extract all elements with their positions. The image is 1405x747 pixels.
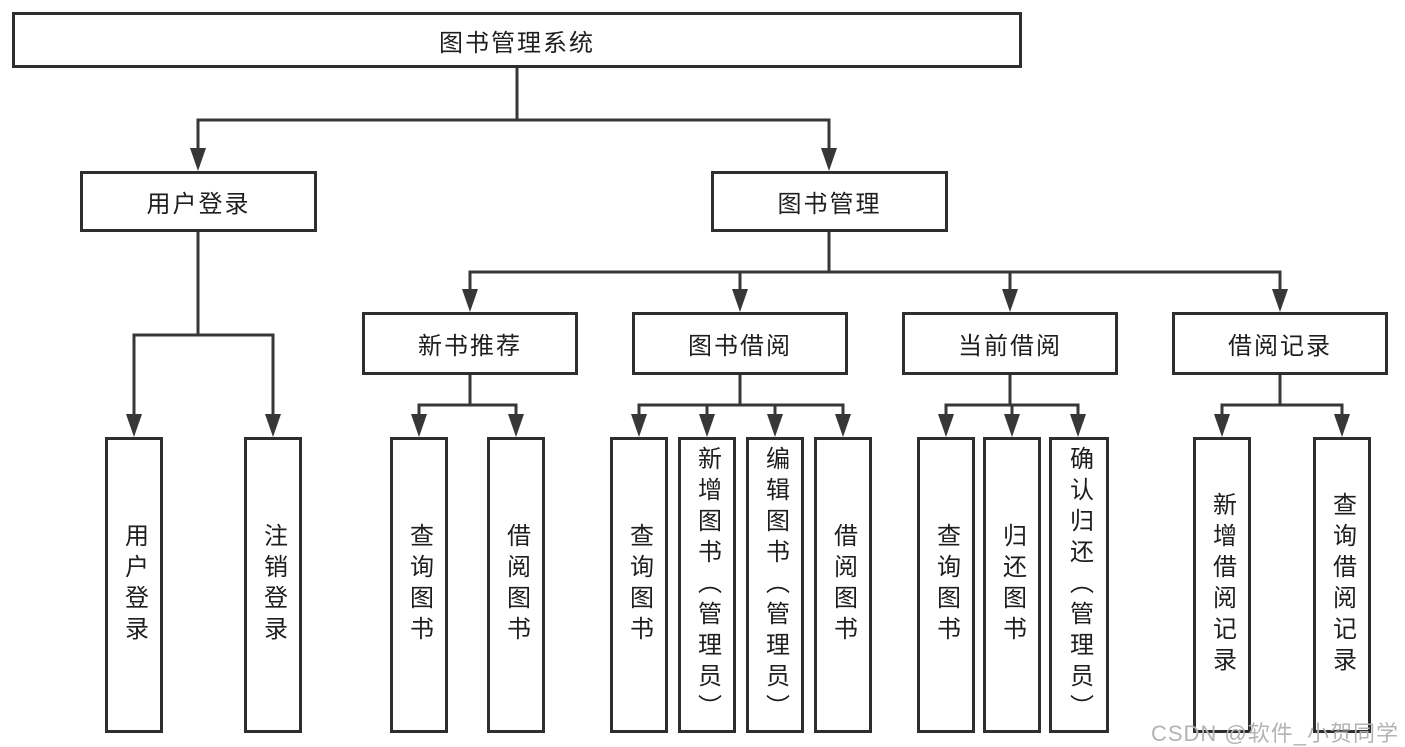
connector-current-borrow [938, 375, 1086, 437]
leaf-borrow-query-books: 查询图书 [610, 437, 668, 733]
node-current-borrow: 当前借阅 [902, 312, 1118, 375]
node-book-borrow: 图书借阅 [632, 312, 848, 375]
leaf-logout: 注销登录 [244, 437, 302, 733]
leaf-borrow-borrow-books: 借阅图书 [814, 437, 872, 733]
connector-book-management [462, 232, 1288, 312]
node-user-login: 用户登录 [80, 171, 317, 232]
connector-book-borrow [631, 375, 851, 437]
connector-root [190, 68, 837, 171]
leaf-user-login: 用户登录 [105, 437, 163, 733]
leaf-current-query-books: 查询图书 [917, 437, 975, 733]
leaf-current-confirm-return-admin: 确认归还（管理员） [1049, 437, 1109, 733]
connector-borrow-records [1214, 375, 1350, 437]
node-borrow-records: 借阅记录 [1172, 312, 1388, 375]
leaf-borrow-edit-books-admin: 编辑图书（管理员） [746, 437, 804, 733]
connector-new-book-recommend [411, 375, 524, 437]
leaf-current-return-books: 归还图书 [983, 437, 1041, 733]
leaf-records-add-borrow-record: 新增借阅记录 [1193, 437, 1251, 733]
leaf-recommend-borrow-books: 借阅图书 [487, 437, 545, 733]
leaf-borrow-add-books-admin: 新增图书（管理员） [678, 437, 736, 733]
leaf-records-query-borrow-record: 查询借阅记录 [1313, 437, 1371, 733]
connector-user-login [126, 232, 281, 437]
node-book-management: 图书管理 [711, 171, 948, 232]
node-root-system: 图书管理系统 [12, 12, 1022, 68]
leaf-recommend-query-books: 查询图书 [390, 437, 448, 733]
node-new-book-recommend: 新书推荐 [362, 312, 578, 375]
watermark: CSDN @软件_小贺同学 [1150, 721, 1399, 746]
